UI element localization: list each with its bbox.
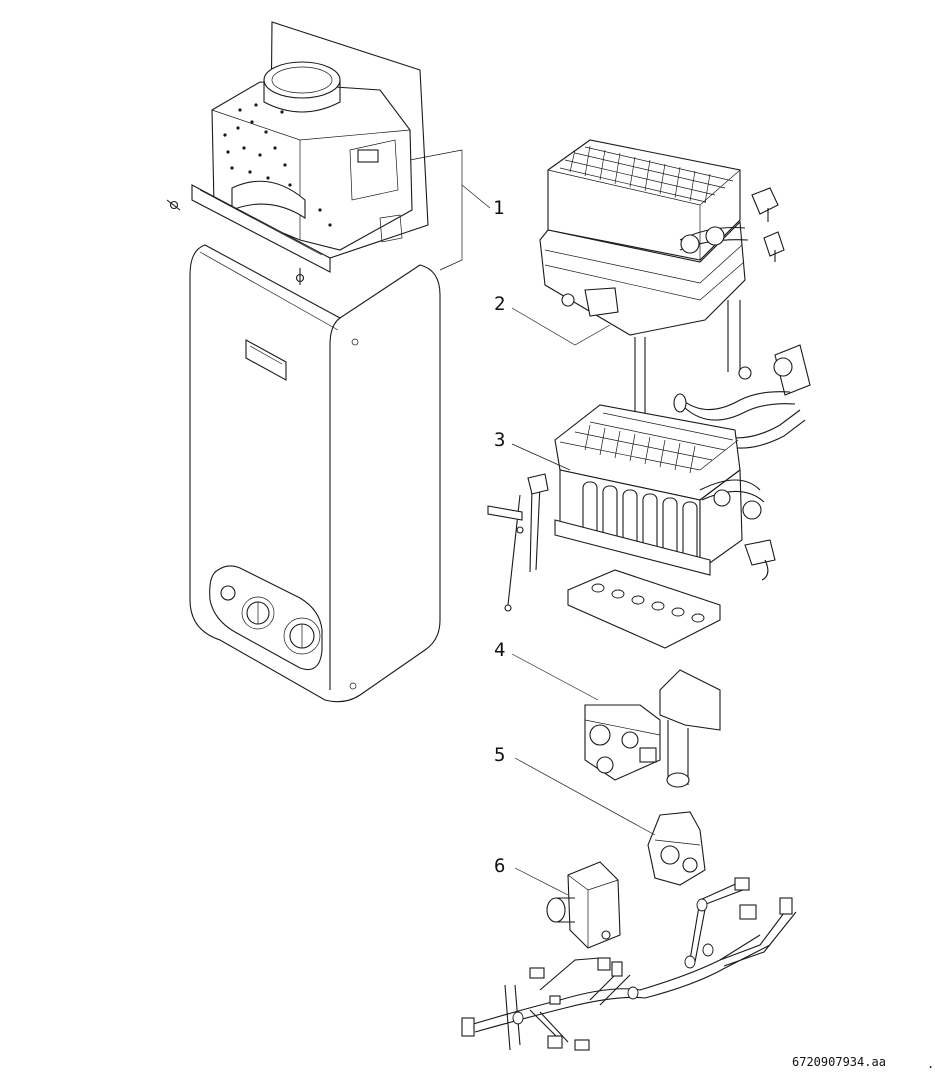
screw-icon xyxy=(295,268,305,285)
screw-icon xyxy=(166,199,181,211)
burner-part xyxy=(487,404,776,649)
document-id: 6720907934.aa xyxy=(792,1055,886,1069)
control-box-part xyxy=(546,861,621,949)
callout-6: 6 xyxy=(494,855,505,877)
front-casing-part xyxy=(189,244,441,703)
callout-4: 4 xyxy=(494,639,505,661)
heat-exchanger-part xyxy=(539,139,811,449)
callout-2: 2 xyxy=(494,293,505,315)
fins xyxy=(559,145,734,204)
callout-5: 5 xyxy=(494,744,505,766)
draft-hood-part xyxy=(166,21,429,285)
gas-water-valve-part xyxy=(584,669,721,788)
rivet-dots xyxy=(223,103,332,227)
wiring-harness-part xyxy=(461,877,797,1051)
callout-3: 3 xyxy=(494,429,505,451)
callout-1: 1 xyxy=(493,197,504,219)
leader-lines xyxy=(409,149,656,896)
burner-tubes xyxy=(582,481,698,563)
gas-valve-part xyxy=(647,811,706,886)
corner-mark: . xyxy=(927,1057,934,1071)
